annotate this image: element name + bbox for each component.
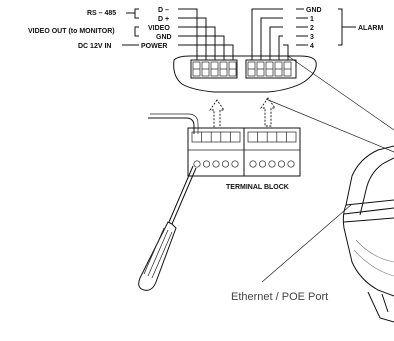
pin-label-power: POWER — [141, 43, 167, 50]
terminal-block — [187, 127, 301, 177]
camera-body — [342, 145, 394, 323]
right-pin-leaders — [251, 8, 289, 60]
left-terminal-screws — [192, 61, 237, 77]
group-label-dc12v: DC 12V IN — [78, 43, 111, 50]
leader-line-top — [287, 55, 394, 131]
pin-label-alarm-gnd: GND — [306, 7, 322, 14]
screwdriver-icon — [138, 165, 197, 291]
pin-label-alarm-2: 2 — [310, 25, 314, 32]
pin-label-alarm-1: 1 — [310, 16, 314, 23]
group-label-rs485: RS – 485 — [87, 10, 116, 17]
left-group-brackets — [122, 8, 139, 46]
alarm-bracket — [338, 8, 356, 46]
ethernet-label: Ethernet / POE Port — [231, 291, 328, 303]
terminal-block-label: TERMINAL BLOCK — [226, 184, 289, 191]
pin-label-d-plus: D + — [158, 16, 169, 23]
leader-line-bottom — [265, 98, 394, 153]
ethernet-leader — [261, 203, 353, 283]
terminal-screws — [193, 160, 295, 168]
right-terminal-screws — [247, 61, 292, 77]
insertion-arrow-left — [209, 99, 225, 129]
left-pin-leaders — [178, 8, 234, 60]
alarm-label: ALARM — [358, 25, 383, 32]
right-pin-labels: GND 1 2 3 4 — [306, 7, 322, 50]
pin-label-video: VIDEO — [148, 25, 170, 32]
pin-label-alarm-4: 4 — [310, 43, 314, 50]
pin-label-d-minus: D – — [158, 7, 169, 14]
terminal-housing — [173, 55, 317, 93]
wire — [148, 117, 195, 134]
pin-label-alarm-3: 3 — [310, 34, 314, 41]
group-label-video-out: VIDEO OUT (to MONITOR) — [28, 28, 115, 35]
left-pin-labels: D – D + VIDEO GND POWER — [141, 7, 172, 50]
pin-label-gnd: GND — [156, 34, 172, 41]
